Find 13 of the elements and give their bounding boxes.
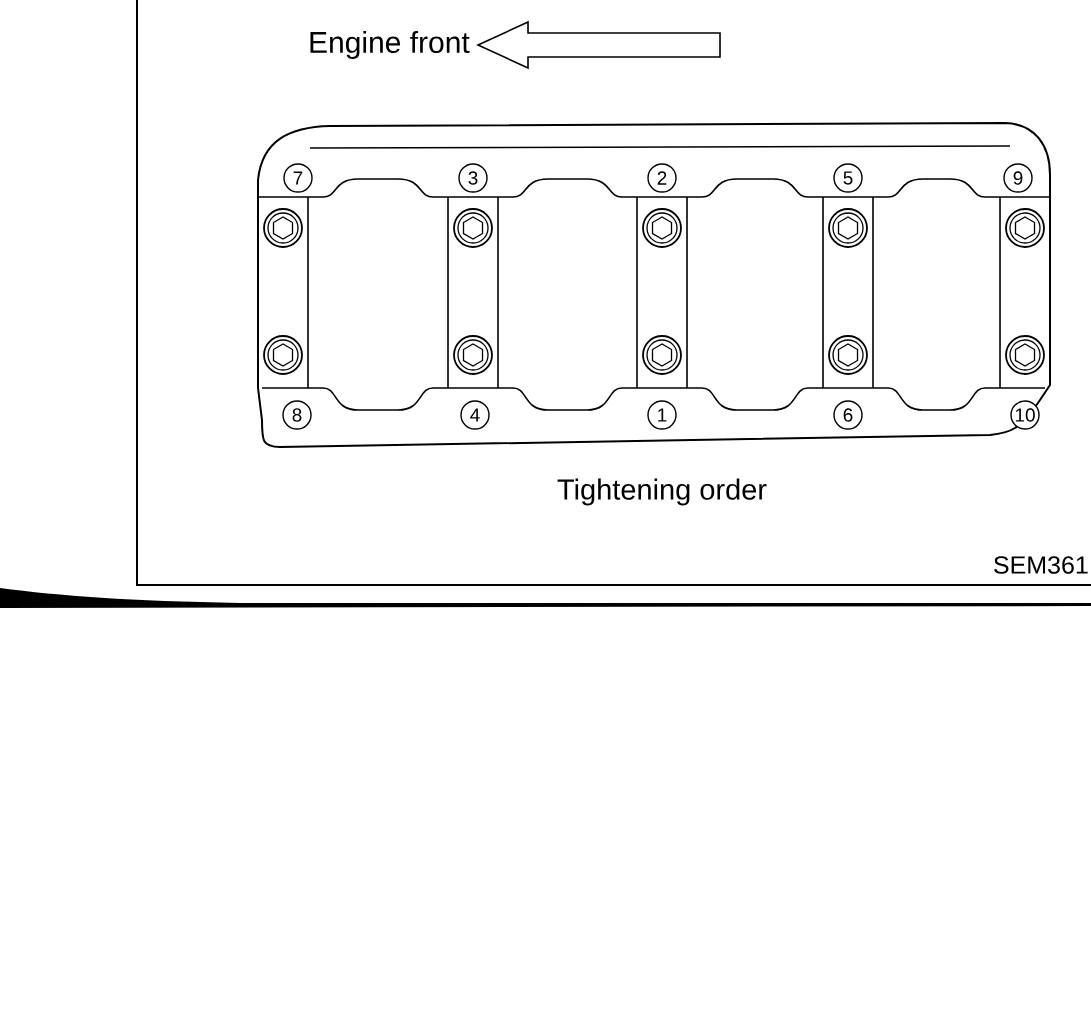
callout-number: 5 [833, 163, 863, 193]
callout-number: 1 [647, 400, 677, 430]
callout-number: 10 [1010, 400, 1040, 430]
callout-number: 6 [833, 400, 863, 430]
callout-number: 3 [458, 163, 488, 193]
figure-code: SEM361 [994, 556, 1088, 574]
callout-number: 7 [283, 163, 313, 193]
callout-number: 4 [460, 400, 490, 430]
callout-number: 2 [647, 163, 677, 193]
direction-label: Engine front [310, 31, 470, 59]
callout-number: 8 [282, 400, 312, 430]
caption: Tightening order [557, 478, 767, 506]
callout-number: 9 [1003, 163, 1033, 193]
